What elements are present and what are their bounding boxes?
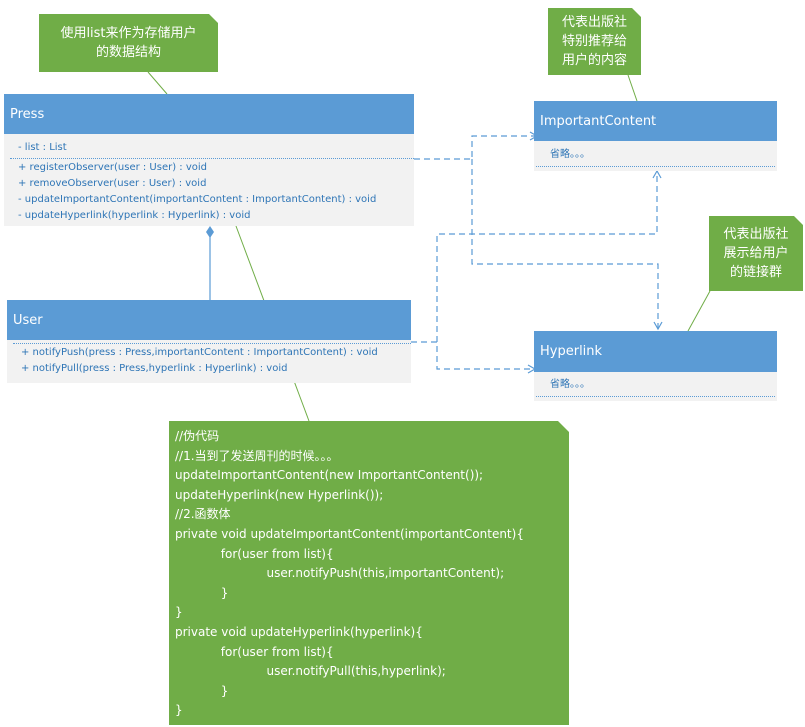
user-divider: [13, 343, 411, 344]
hyperlink-note-line: 的链接群: [729, 265, 782, 280]
important-note-line: 代表出版社: [561, 15, 627, 30]
hyperlink-name: Hyperlink: [540, 344, 603, 359]
code-line: updateImportantContent(new ImportantCont…: [175, 468, 484, 483]
code-line: }: [175, 605, 183, 620]
press-method: - updateHyperlink(hyperlink : Hyperlink)…: [18, 210, 251, 221]
important-content-class[interactable]: ImportantContent 省略。。。: [534, 101, 777, 171]
code-line: private void updateHyperlink(hyperlink){: [175, 624, 423, 639]
user-class[interactable]: User + notifyPush(press : Press,importan…: [7, 300, 411, 383]
important-note-line: 特别推荐给: [561, 34, 627, 49]
code-line: }: [175, 683, 229, 698]
pseudocode-note: //伪代码 //1.当到了发送周刊的时候。。。 updateImportantC…: [169, 421, 569, 725]
press-class[interactable]: Press - list : List + registerObserver(u…: [4, 94, 414, 226]
hyperlink-body: 省略。。。: [534, 372, 777, 401]
press-attribute: - list : List: [18, 142, 67, 153]
press-note-leader: [147, 71, 168, 95]
note-fold-corner: [632, 8, 641, 17]
important-content-divider: [536, 166, 775, 167]
code-line: }: [175, 585, 229, 600]
hyperlink-text: 省略。。。: [550, 379, 590, 390]
note-fold-corner: [794, 216, 803, 225]
composition-diamond: [206, 226, 214, 238]
user-class-name: User: [13, 312, 43, 328]
hyperlink-note-line: 代表出版社: [723, 227, 789, 242]
code-line: updateHyperlink(new Hyperlink());: [175, 487, 384, 502]
press-method: - updateImportantContent(importantConten…: [18, 194, 377, 205]
user-class-header: User: [7, 300, 411, 340]
hyperlink-note: 代表出版社 展示给用户 的链接群: [709, 216, 803, 291]
code-line: for(user from list){: [175, 546, 334, 561]
press-class-name: Press: [10, 106, 45, 122]
code-line: private void updateImportantContent(impo…: [175, 526, 524, 541]
hyperlink-note-line: 展示给用户: [723, 246, 789, 261]
user-method: + notifyPush(press : Press,importantCont…: [21, 347, 378, 358]
code-line: //2.函数体: [175, 507, 231, 522]
dep-press-important: [414, 131, 539, 160]
code-line: user.notifyPull(this,hyperlink);: [175, 664, 446, 679]
code-line: }: [175, 703, 183, 718]
important-note-line: 用户的内容: [561, 53, 627, 68]
note-fold-corner: [209, 14, 218, 23]
hyperlink-class[interactable]: Hyperlink 省略。。。: [534, 331, 777, 401]
user-class-body: + notifyPush(press : Press,importantCont…: [7, 340, 411, 383]
code-line: for(user from list){: [175, 644, 334, 659]
press-method: + removeObserver(user : User) : void: [18, 178, 207, 189]
important-content-name: ImportantContent: [540, 113, 657, 129]
press-note-line: 使用list来作为存储用户: [60, 26, 197, 41]
important-note-leader: [627, 74, 638, 102]
press-divider: [10, 158, 414, 159]
press-note: 使用list来作为存储用户 的数据结构: [39, 14, 218, 72]
dep-user-hyperlink: [411, 341, 537, 374]
press-method: + registerObserver(user : User) : void: [18, 162, 208, 173]
press-note-line: 的数据结构: [95, 45, 161, 60]
code-line: //1.当到了发送周刊的时候。。。: [175, 448, 339, 463]
important-content-body: 省略。。。: [534, 141, 777, 171]
dep-user-important: [436, 169, 662, 342]
hyperlink-note-leader: [687, 290, 711, 332]
press-class-body: - list : List + registerObserver(user : …: [4, 134, 414, 226]
note-fold-corner: [558, 421, 569, 432]
important-content-header: ImportantContent: [534, 101, 777, 141]
hyperlink-divider: [536, 396, 775, 397]
code-line: //伪代码: [175, 429, 220, 443]
important-content-text: 省略。。。: [550, 149, 590, 160]
code-line: user.notifyPush(this,importantContent);: [175, 566, 505, 581]
press-class-header: Press: [4, 94, 414, 134]
user-method: + notifyPull(press : Press,hyperlink : H…: [21, 363, 288, 374]
hyperlink-header: Hyperlink: [534, 331, 777, 372]
dep-press-hyperlink: [471, 159, 663, 331]
important-content-note: 代表出版社 特别推荐给 用户的内容: [548, 8, 641, 75]
